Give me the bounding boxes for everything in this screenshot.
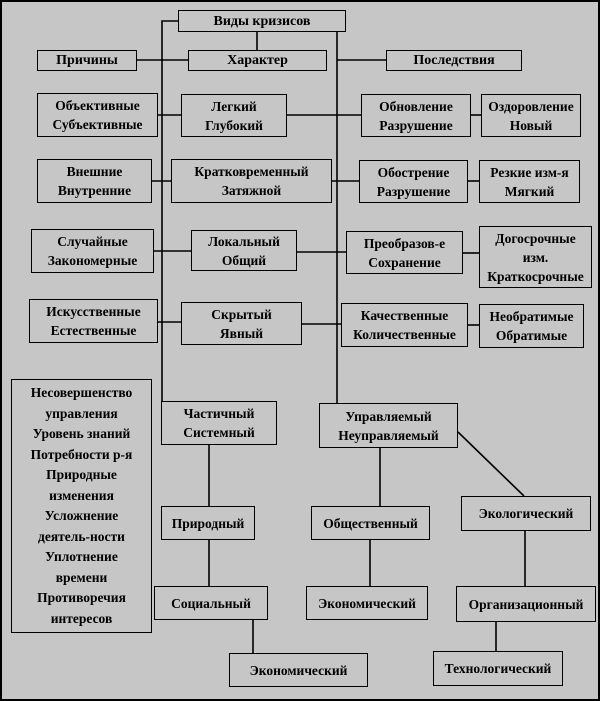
box-public-crisis: Общественный [311, 506, 430, 540]
box-recovery-new: Оздоровление Новый [481, 94, 581, 137]
box-ecological-crisis: Экологический [461, 496, 591, 531]
box-qualitative-quantitative: Качественные Количественные [341, 303, 468, 347]
box-transformation-preservation: Преобразов-е Сохранение [346, 231, 463, 274]
box-renewal-destruction: Обновление Разрушение [361, 94, 471, 137]
box-external-internal: Внешние Внутренние [37, 159, 152, 203]
box-sharp-soft: Резкие изм-я Мягкий [479, 160, 580, 203]
box-social-crisis: Социальный [154, 586, 268, 620]
box-light-deep: Легкий Глубокий [181, 94, 287, 137]
box-diagram-title: Виды кризисов [178, 10, 346, 32]
box-longterm-shortterm: Догосрочные изм. Краткосрочные [479, 226, 592, 288]
connector-managed-ecological-diagonal [457, 431, 525, 497]
box-natural-crisis: Природный [161, 506, 255, 540]
box-artificial-natural: Искусственные Естественные [29, 299, 158, 343]
box-character-header: Характер [188, 50, 327, 71]
box-organizational-crisis: Организационный [456, 586, 596, 622]
box-partial-systemic: Частичный Системный [161, 401, 277, 445]
box-consequences-header: Последствия [386, 50, 522, 71]
box-local-general: Локальный Общий [191, 230, 297, 271]
box-economic-crisis-mid: Экономический [229, 653, 368, 687]
box-cause-factors-list: Несовершенство управления Уровень знаний… [11, 379, 152, 633]
box-aggravation-destruction: Обострение Разрушение [359, 160, 468, 203]
box-managed-unmanaged: Управляемый Неуправляемый [319, 403, 458, 448]
box-irreversible-reversible: Необратимые Обратимые [479, 304, 584, 348]
box-causes-header: Причины [37, 50, 137, 71]
box-objective-subjective: Объективные Субъективные [37, 93, 158, 137]
connector-left-trunk [161, 20, 178, 402]
box-random-regular: Случайные Закономерные [31, 229, 154, 273]
box-shortterm-protracted: Кратковременный Затяжной [171, 159, 332, 203]
box-hidden-evident: Скрытый Явный [181, 302, 302, 345]
box-economic-crisis-right: Экономический [306, 586, 428, 620]
box-technological-crisis: Технологический [433, 651, 563, 686]
